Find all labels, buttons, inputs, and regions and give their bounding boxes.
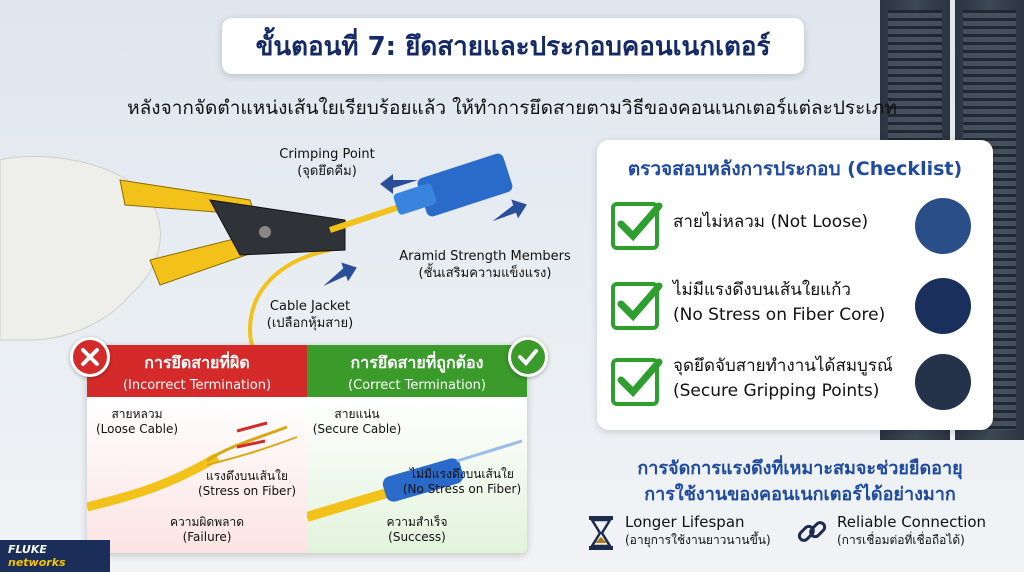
loose-cable-label: สายหลวม (111, 407, 163, 421)
benefit-line1: การจัดการแรงดึงที่เหมาะสมจะช่วยยืดอายุ (637, 458, 963, 479)
crimping-point-text: Crimping Point (279, 147, 375, 162)
checklist-item-line2: (No Stress on Fiber Core) (673, 305, 886, 325)
secure-cable-label: สายแน่น (334, 407, 380, 421)
lifespan-label: Longer Lifespan (625, 513, 745, 531)
secure-cable-label-en: (Secure Cable) (312, 422, 402, 436)
lifespan-label-th: (อายุการใช้งานยาวนานขึ้น) (625, 533, 771, 547)
correct-title: การยึดสายที่ถูกต้อง (350, 353, 484, 372)
reliable-label-th: (การเชื่อมต่อที่เชื่อถือได้) (837, 533, 965, 547)
incorrect-title: การยึดสายที่ผิด (144, 353, 250, 372)
checklist-item-text: จุดยึดจับสายทำงานได้สมบูรณ์ (Secure Grip… (673, 354, 893, 404)
stress-label: แรงดึงบนเส้นใย (205, 469, 289, 483)
benefit-statement: การจัดการแรงดึงที่เหมาะสมจะช่วยยืดอายุ ก… (580, 456, 1020, 508)
crimping-point-text-th: (จุดยึดคีม) (297, 164, 357, 179)
checkmark-icon (611, 358, 663, 406)
crimper-pivot (259, 226, 271, 238)
cross-icon (70, 337, 110, 377)
page-subtitle: หลังจากจัดตำแหน่งเส้นใยเรียบร้อยแล้ว ให้… (127, 97, 897, 119)
loose-cable-label-en: (Loose Cable) (95, 422, 179, 436)
incorrect-header: การยึดสายที่ผิด (Incorrect Termination) (87, 345, 307, 397)
success-label-en: (Success) (388, 530, 446, 544)
checklist-item-line1: จุดยึดจับสายทำงานได้สมบูรณ์ (673, 356, 893, 376)
correct-subtitle: (Correct Termination) (348, 378, 486, 393)
checklist-item-line1: ไม่มีแรงดึงบนเส้นใยแก้ว (673, 280, 851, 300)
arrow-icon (380, 174, 418, 194)
crimping-illustration (0, 153, 527, 377)
aramid-text: Aramid Strength Members (399, 249, 571, 264)
failure-label: ความผิดพลาด (169, 515, 245, 529)
glove-hand (0, 155, 161, 341)
arrow-icon (492, 199, 527, 222)
checkmark-icon (611, 282, 663, 330)
link-icon (797, 521, 827, 542)
crimper-thumbnail-icon (915, 354, 971, 410)
fiber-core-thumbnail-icon (915, 278, 971, 334)
cable-thumbnail-icon (915, 198, 971, 254)
connector-boot (393, 183, 437, 215)
aramid-text-th: (ชั้นเสริมความแข็งแรง) (418, 266, 552, 281)
reliable-label: Reliable Connection (837, 513, 987, 531)
incorrect-panel: สายหลวม (Loose Cable) แรงดึงบนเส้นใย (St… (87, 397, 307, 553)
title-banner: ขั้นตอนที่ 7: ยึดสายและประกอบคอนเนกเตอร์ (222, 18, 804, 74)
checklist-item: ไม่มีแรงดึงบนเส้นใยแก้ว (No Stress on Fi… (611, 278, 983, 338)
aramid-label: Aramid Strength Members (ชั้นเสริมความแข… (380, 248, 590, 282)
arrow-icon (323, 262, 357, 287)
correct-panel: สายแน่น (Secure Cable) ไม่มีแรงดึงบนเส้น… (307, 397, 527, 553)
checklist-heading: ตรวจสอบหลังการประกอบ (Checklist) (627, 158, 963, 180)
cable-jacket-text-th: (เปลือกหุ้มสาย) (266, 316, 354, 331)
fluke-logo: FLUKE networks (0, 540, 110, 572)
page-title: ขั้นตอนที่ 7: ยึดสายและประกอบคอนเนกเตอร์ (255, 31, 771, 62)
no-stress-label-en: (No Stress on Fiber) (402, 482, 522, 496)
incorrect-subtitle: (Incorrect Termination) (122, 378, 272, 393)
logo-brand: FLUKE (8, 543, 47, 556)
checkmark-icon (611, 202, 663, 250)
checklist-item: จุดยึดจับสายทำงานได้สมบูรณ์ (Secure Grip… (611, 354, 983, 414)
cable-jacket-text: Cable Jacket (269, 299, 351, 314)
checklist-item: สายไม่หลวม (Not Loose) (611, 198, 983, 258)
check-badge-icon (508, 337, 548, 377)
checklist-item-text: ไม่มีแรงดึงบนเส้นใยแก้ว (No Stress on Fi… (673, 278, 885, 328)
crimper-jaw (209, 199, 346, 256)
stress-label-en: (Stress on Fiber) (197, 484, 297, 498)
hourglass-icon (589, 516, 613, 550)
no-stress-label: ไม่มีแรงดึงบนเส้นใย (410, 467, 514, 481)
comparison-panel: การยึดสายที่ผิด (Incorrect Termination) … (87, 345, 527, 553)
loose-cable-illustration (87, 421, 298, 512)
checklist-item-text: สายไม่หลวม (Not Loose) (673, 212, 869, 232)
benefit-line2: การใช้งานของคอนเนกเตอร์ได้อย่างมาก (644, 484, 956, 505)
sc-connector (417, 153, 513, 217)
cable-jacket-label: Cable Jacket (เปลือกหุ้มสาย) (250, 298, 370, 332)
success-label: ความสำเร็จ (386, 515, 448, 529)
secure-cable-illustration (307, 439, 523, 522)
logo-sub: networks (8, 556, 66, 569)
crimping-point-label: Crimping Point (จุดยึดคีม) (262, 146, 392, 180)
checklist-item-line2: (Secure Gripping Points) (673, 381, 880, 401)
checklist-panel: ตรวจสอบหลังการประกอบ (Checklist) สายไม่ห… (597, 140, 993, 430)
correct-header: การยึดสายที่ถูกต้อง (Correct Termination… (307, 345, 527, 397)
failure-label-en: (Failure) (182, 530, 232, 544)
